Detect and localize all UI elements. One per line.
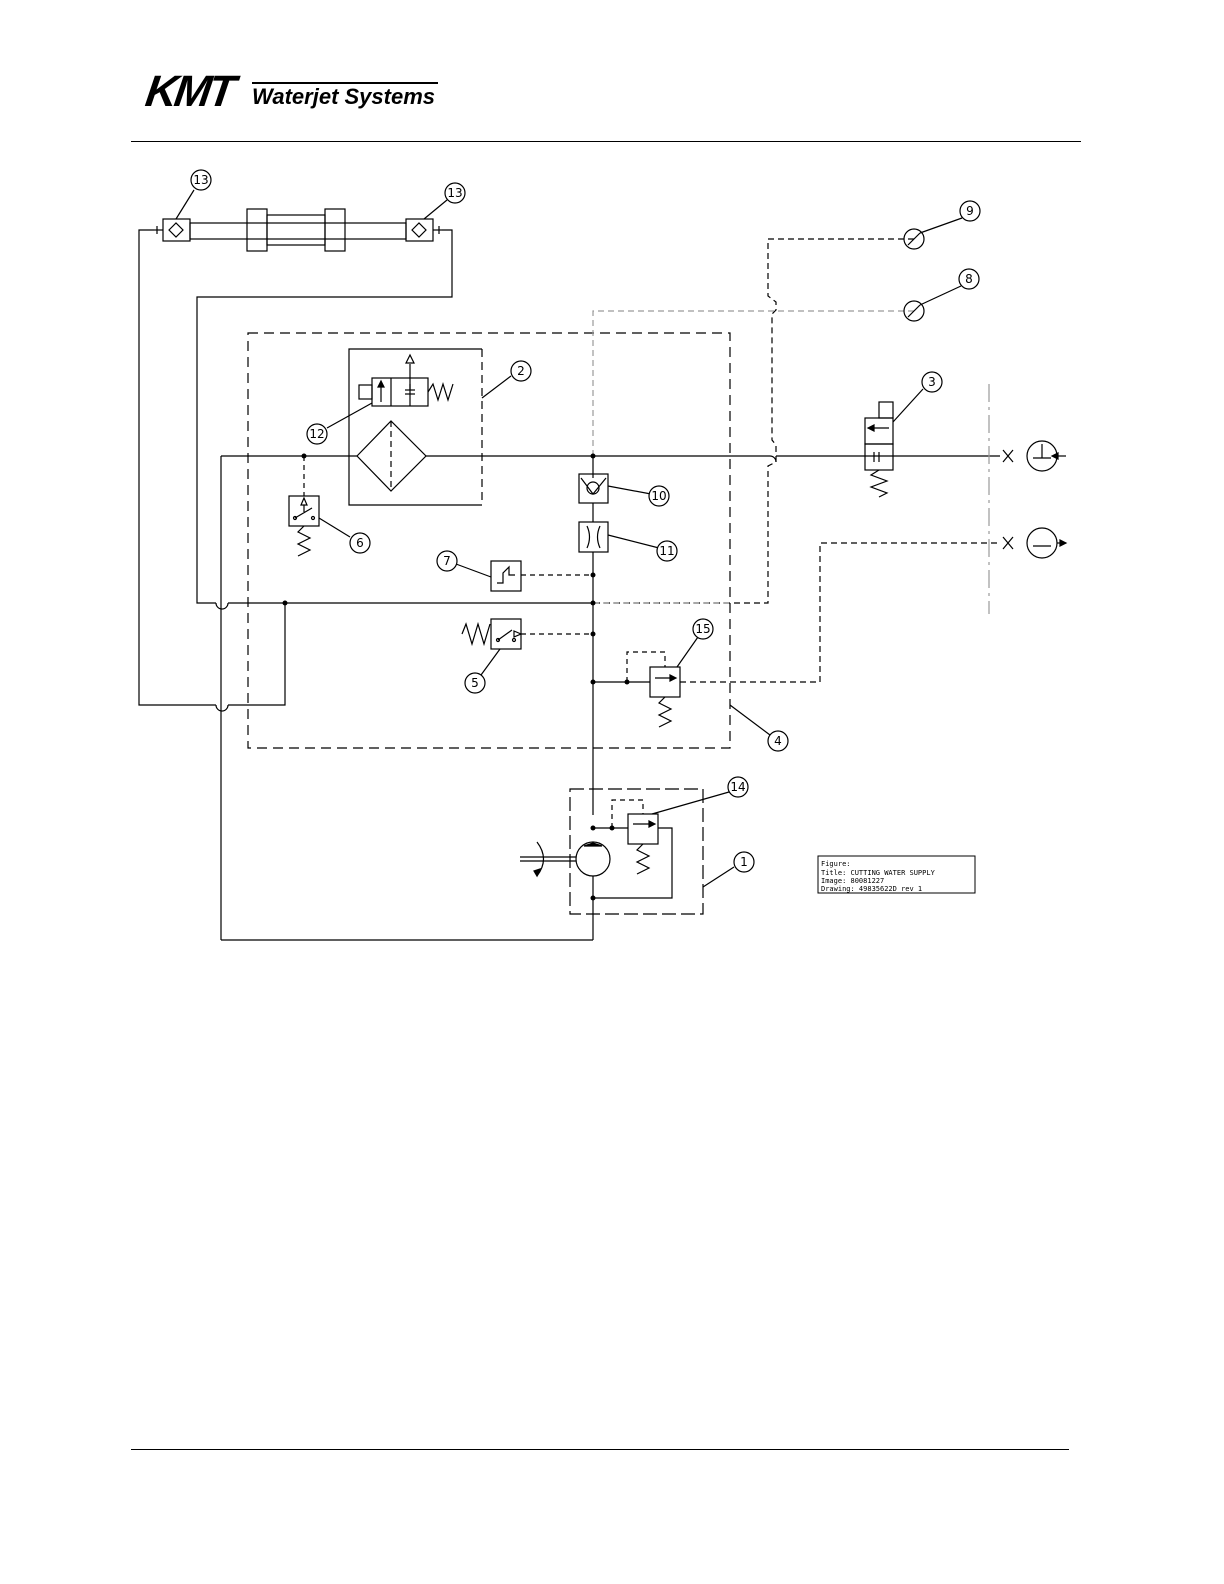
callout-1: 1: [734, 852, 754, 872]
pressure-switch-5: [462, 619, 593, 649]
filter-assembly: [349, 349, 482, 505]
orifice-11: [579, 522, 608, 552]
callout-12: 12: [307, 424, 327, 444]
callout-14: 14: [728, 777, 748, 797]
figure-info-box: Figure: Title: CUTTING WATER SUPPLY Imag…: [818, 856, 975, 893]
figure-image: Image: 80081227: [821, 877, 884, 885]
water-drain: [1003, 528, 1066, 558]
water-inlet: [1003, 441, 1066, 471]
svg-text:14: 14: [730, 780, 745, 794]
callout-6: 6: [350, 533, 370, 553]
svg-text:12: 12: [309, 427, 324, 441]
cylinder-assembly: [154, 209, 442, 251]
svg-text:15: 15: [695, 622, 710, 636]
svg-text:9: 9: [966, 204, 974, 218]
callout-15: 15: [693, 619, 713, 639]
callout-13-right: 13: [445, 183, 465, 203]
svg-text:1: 1: [740, 855, 748, 869]
svg-text:4: 4: [774, 734, 782, 748]
svg-text:5: 5: [471, 676, 479, 690]
svg-text:11: 11: [659, 544, 674, 558]
relief-valve-15: [593, 543, 1000, 727]
callout-13-left: 13: [191, 170, 211, 190]
solenoid-valve-3: [865, 402, 893, 497]
check-valve-10: [579, 474, 608, 503]
callout-3: 3: [922, 372, 942, 392]
callout-5: 5: [465, 673, 485, 693]
gauge-9: [904, 229, 924, 249]
callout-10: 10: [649, 486, 669, 506]
callout-8: 8: [959, 269, 979, 289]
pressure-switch-7: [491, 561, 593, 591]
svg-text:7: 7: [443, 554, 451, 568]
callout-11: 11: [657, 541, 677, 561]
figure-drawing: Drawing: 49835622D rev 1: [821, 885, 922, 893]
callout-7: 7: [437, 551, 457, 571]
svg-text:3: 3: [928, 375, 936, 389]
svg-text:6: 6: [356, 536, 364, 550]
svg-text:2: 2: [517, 364, 525, 378]
svg-text:13: 13: [193, 173, 208, 187]
pressure-switch-6: [289, 456, 319, 556]
svg-text:10: 10: [651, 489, 666, 503]
figure-title: Title: CUTTING WATER SUPPLY: [821, 869, 936, 877]
callout-4: 4: [768, 731, 788, 751]
callout-9: 9: [960, 201, 980, 221]
figure-label: Figure:: [821, 860, 851, 868]
svg-text:13: 13: [447, 186, 462, 200]
svg-text:8: 8: [965, 272, 973, 286]
callout-2: 2: [511, 361, 531, 381]
